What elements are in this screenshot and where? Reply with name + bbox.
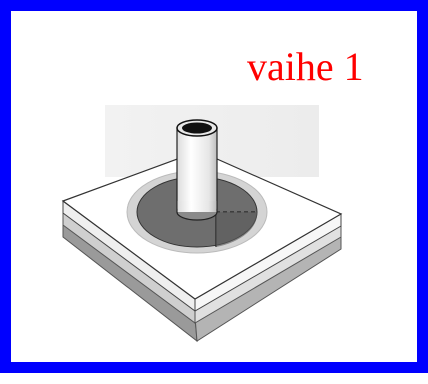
pipe-through-layered-slab-icon — [61, 105, 343, 343]
step-label: vaihe 1 — [247, 44, 364, 89]
diagram-frame: vaihe 1 — [0, 0, 428, 373]
disc-quadrant-shade — [216, 212, 258, 247]
pipe-opening — [182, 122, 212, 134]
pipe-body — [176, 127, 218, 213]
